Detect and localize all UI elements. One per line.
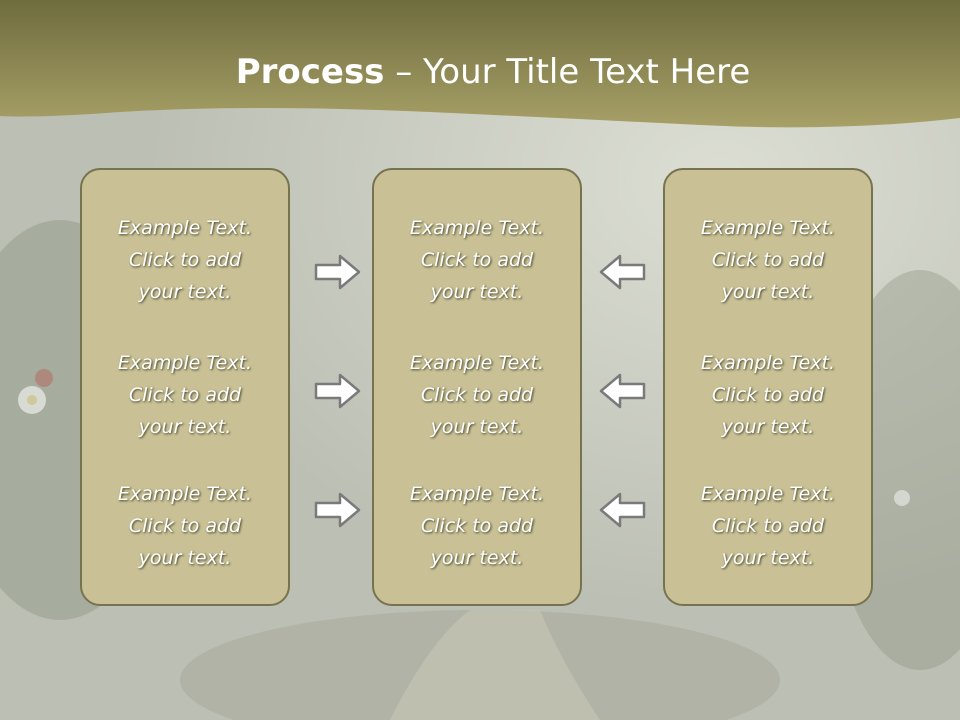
- arrow-right-icon: [314, 254, 361, 290]
- arrow-right-icon: [314, 373, 361, 409]
- arrow-left-icon: [599, 492, 646, 528]
- text-placeholder[interactable]: Example Text. Click to add your text.: [700, 352, 836, 438]
- arrow-left-icon: [599, 254, 646, 290]
- text-placeholder[interactable]: Example Text. Click to add your text.: [409, 352, 545, 438]
- arrow-right-icon: [314, 492, 361, 528]
- right-column-box[interactable]: Example Text. Click to add your text. Ex…: [663, 168, 873, 606]
- text-placeholder[interactable]: Example Text. Click to add your text.: [700, 483, 836, 569]
- title-bold: Process: [235, 52, 385, 92]
- text-placeholder[interactable]: Example Text. Click to add your text.: [700, 217, 836, 303]
- center-column-box[interactable]: Example Text. Click to add your text. Ex…: [372, 168, 582, 606]
- text-placeholder[interactable]: Example Text. Click to add your text.: [409, 217, 545, 303]
- text-placeholder[interactable]: Example Text. Click to add your text.: [409, 483, 545, 569]
- page-title[interactable]: Process – Your Title Text Here: [0, 52, 960, 92]
- text-placeholder[interactable]: Example Text. Click to add your text.: [117, 217, 253, 303]
- header-band: [0, 0, 960, 128]
- left-column-box[interactable]: Example Text. Click to add your text. Ex…: [80, 168, 290, 606]
- title-rest: – Your Title Text Here: [384, 52, 751, 92]
- text-placeholder[interactable]: Example Text. Click to add your text.: [117, 483, 253, 569]
- text-placeholder[interactable]: Example Text. Click to add your text.: [117, 352, 253, 438]
- flower-decoration: [18, 369, 910, 506]
- arrow-left-icon: [599, 373, 646, 409]
